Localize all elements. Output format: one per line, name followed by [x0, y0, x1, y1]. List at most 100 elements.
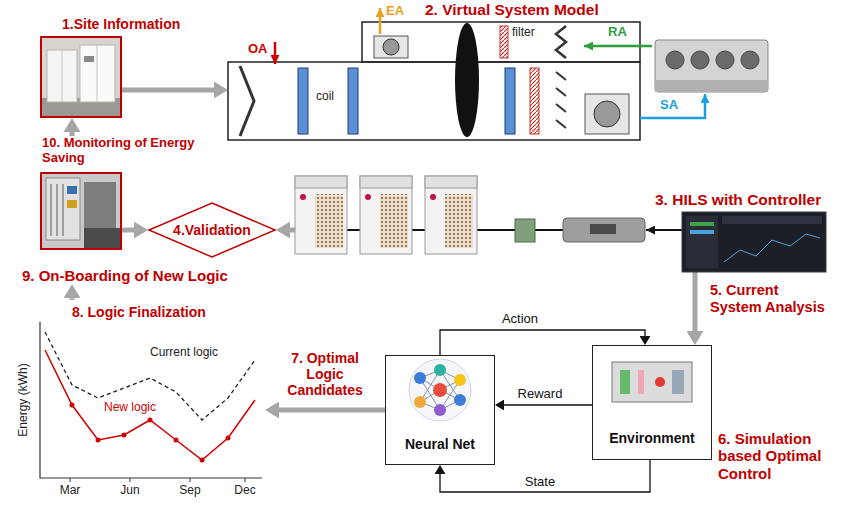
part-label: filter: [512, 26, 535, 40]
flow-arrow: [70, 298, 75, 300]
unit-cap: [425, 176, 477, 188]
equipment: [84, 182, 116, 228]
data-point: [226, 436, 231, 441]
photo-ground: [42, 174, 120, 248]
flow-arrow: [693, 272, 698, 331]
controller-screen: [682, 212, 826, 272]
control-cabinet: [46, 178, 80, 240]
supply-section: [228, 62, 640, 140]
exhaust-air-arrow: [379, 8, 382, 34]
photo-floor: [84, 228, 120, 248]
exhaust-fan: [374, 36, 408, 58]
return-louver: [556, 26, 566, 58]
panel-photo: [42, 174, 120, 248]
screen-toolbar: [722, 216, 822, 224]
process-box: Environment: [592, 345, 712, 460]
screen-trend: [724, 234, 820, 262]
airflow-label: SA: [660, 98, 678, 113]
flow-arrow: [122, 228, 134, 233]
exhaust-section: [362, 22, 640, 62]
indoor-unit: [655, 40, 768, 92]
data-point: [96, 438, 101, 443]
mini-sensor: [655, 377, 665, 387]
data-point: [122, 433, 127, 438]
supply-fan: [585, 94, 629, 134]
cabinet-seam: [62, 50, 63, 102]
site-photo: [42, 38, 120, 116]
unit-grill: [380, 194, 408, 248]
series-label: New logic: [104, 401, 156, 415]
airflow-label: OA: [248, 42, 268, 57]
brand-logo: [430, 194, 436, 200]
box-label: Environment: [593, 430, 711, 446]
edge-label: State: [523, 475, 557, 490]
unit-cap: [295, 176, 347, 188]
part-label: coil: [316, 90, 334, 104]
fan-wheel: [383, 39, 399, 55]
unit-cap: [360, 176, 412, 188]
net-neuron: [454, 394, 466, 406]
breaker: [67, 186, 77, 194]
net-neuron: [414, 372, 426, 384]
hils-bench: [295, 176, 826, 272]
model-panel: 2. Virtual System Model: [228, 0, 768, 142]
signal-wire: [646, 229, 682, 231]
mini-ahu: [612, 362, 692, 402]
step-heading: 6. Simulation based Optimal Control: [718, 430, 836, 482]
unit-grill: [445, 194, 473, 248]
unit-grill: [315, 194, 343, 248]
brand-logo: [365, 194, 371, 200]
edge-label: Action: [500, 312, 540, 327]
supply-air-arrow: [640, 94, 705, 118]
axis-tick-label: Mar: [60, 484, 81, 498]
step-heading: 9. On-Boarding of New Logic: [22, 267, 228, 284]
axis-tick-label: Jun: [120, 484, 139, 498]
breaker: [67, 200, 77, 208]
step-heading: 10. Monitoring of Energy Saving: [42, 136, 202, 166]
outdoor-unit: [295, 176, 347, 254]
series-label: Current logic: [150, 346, 218, 360]
unit-fan: [741, 51, 759, 69]
indoor-unit-base: [655, 80, 768, 92]
fan-wheel: [594, 101, 620, 127]
return-air-arrow: [584, 45, 652, 48]
unit-fan: [716, 51, 734, 69]
net-neuron: [433, 383, 447, 397]
photo-frame: 10. Monitoring of Energy Saving9. On-Boa…: [40, 172, 122, 250]
mini-coil: [620, 370, 630, 394]
outdoor-unit: [425, 176, 477, 254]
step-heading: 2. Virtual System Model: [425, 1, 599, 19]
mini-fan: [672, 370, 684, 394]
axis-title: Energy (kWh): [17, 363, 31, 436]
photo-frame: 1.Site Information: [40, 36, 122, 118]
cabinet-seam: [97, 45, 98, 102]
screen-item: [690, 222, 714, 226]
loop-arrow: [440, 330, 645, 355]
axis-ticks: [70, 478, 245, 482]
decision-diamond: 4.Validation: [148, 202, 276, 258]
heat-wheel: [455, 23, 479, 137]
step-label: 4.Validation: [148, 222, 276, 238]
icon-ring: [409, 359, 471, 421]
photo-ground: [42, 38, 120, 116]
gateway-box: [563, 218, 645, 242]
unit-fan: [666, 51, 684, 69]
process-box: Neural Net: [385, 355, 495, 465]
mini-filter: [638, 370, 644, 394]
screen-item: [690, 230, 714, 234]
coil-symbol: [348, 68, 358, 134]
damper: [556, 72, 566, 128]
new-logic-line: [45, 350, 255, 460]
step-heading: 3. HILS with Controller: [655, 191, 821, 209]
axis-tick-label: Sep: [179, 484, 200, 498]
brand-logo: [300, 194, 306, 200]
din-module: [515, 219, 535, 242]
unit-fan: [691, 51, 709, 69]
cabinet: [47, 50, 77, 102]
environment-icon: [612, 362, 692, 402]
energy-chart: [40, 322, 262, 482]
step-heading: 8. Logic Finalization: [72, 304, 206, 320]
data-point: [148, 418, 153, 423]
filter-symbol: [530, 68, 539, 134]
